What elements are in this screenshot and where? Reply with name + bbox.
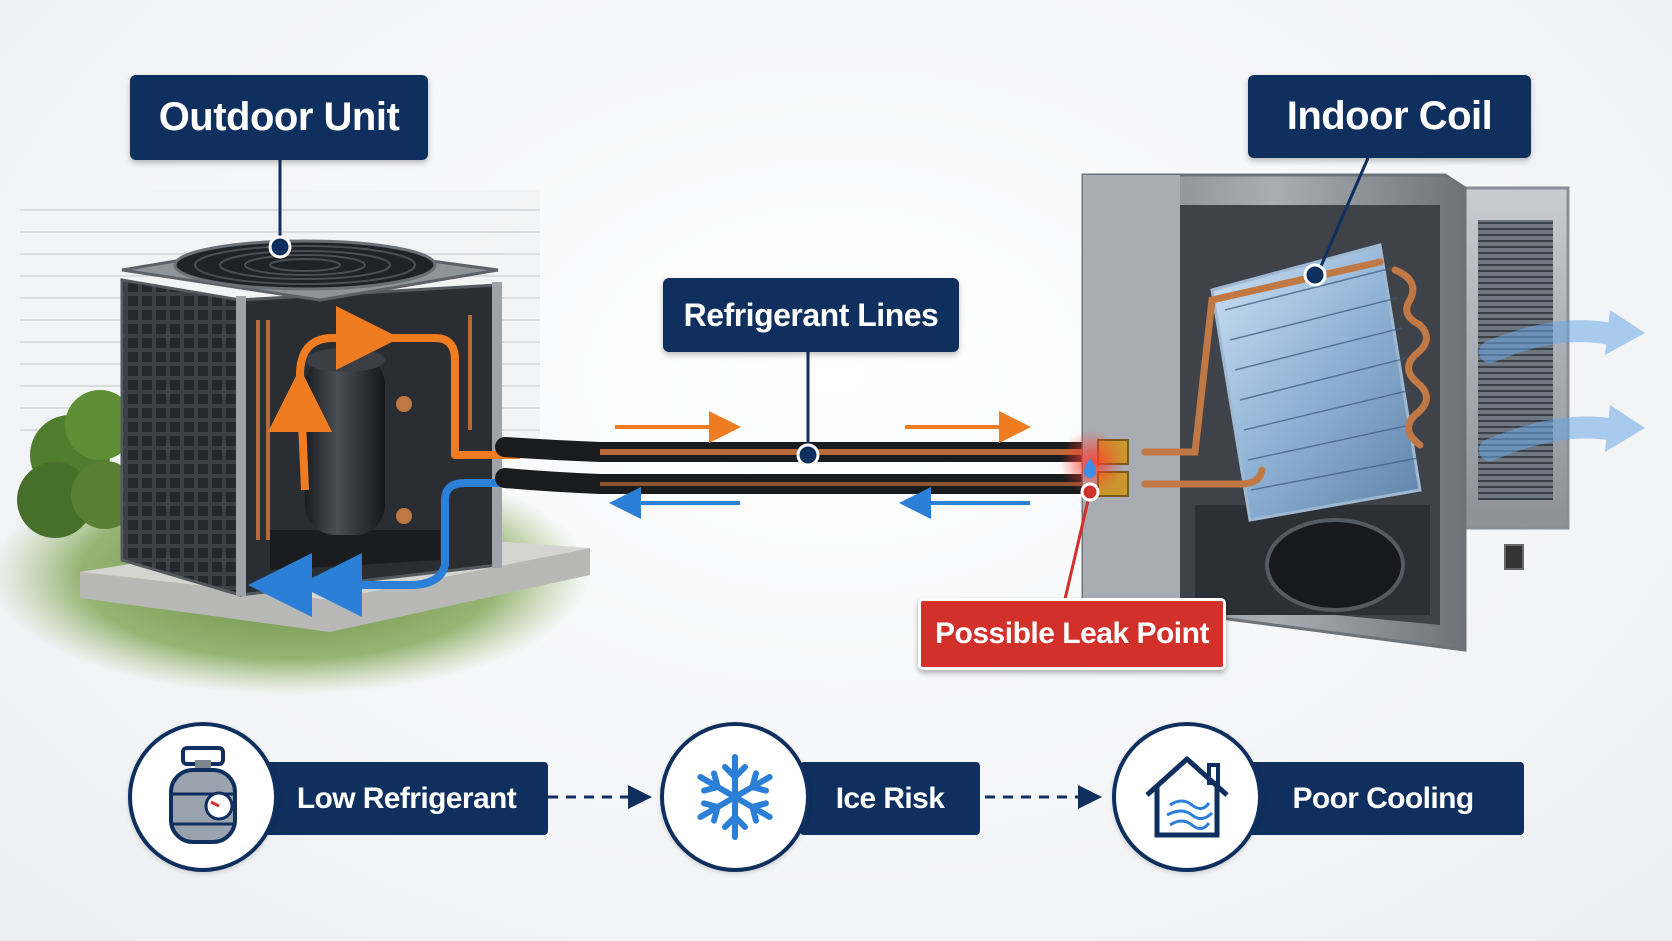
- step-poor-cooling-label: Poor Cooling: [1242, 762, 1524, 835]
- control-switch: [1504, 544, 1524, 570]
- cool-airflow: [1479, 310, 1645, 461]
- step-ice-risk-label: Ice Risk: [800, 762, 980, 835]
- snowflake-icon: [697, 754, 773, 840]
- refrigerant-tank-icon: [169, 746, 237, 844]
- step-ice-risk-circle: [660, 722, 810, 872]
- leak-point-marker: [1060, 430, 1124, 613]
- house-airflow-icon: [1145, 756, 1229, 838]
- indoor-unit-illustration: [1081, 173, 1645, 652]
- leak-pointer-line: [1060, 491, 1092, 613]
- coil-callout-dot: [1303, 263, 1327, 287]
- outdoor-unit-label: Outdoor Unit: [130, 75, 428, 160]
- leak-point-label: Possible Leak Point: [918, 598, 1226, 670]
- cold-flow-path: [300, 479, 520, 589]
- step-low-refrigerant-label: Low Refrigerant: [265, 762, 548, 835]
- outdoor-unit-left-grille: [120, 278, 242, 598]
- step-low-refrigerant-circle: [128, 722, 278, 872]
- concrete-pad: [80, 548, 590, 632]
- outdoor-callout-dot: [268, 235, 292, 259]
- corner-post: [236, 296, 246, 596]
- indoor-coil-label: Indoor Coil: [1248, 75, 1531, 158]
- lines-callout-dot: [796, 443, 820, 467]
- coil-copper-tubing: [1141, 258, 1430, 488]
- refrigerant-lines: [495, 411, 1100, 519]
- fan-grille: [173, 239, 437, 291]
- callout-lines: [278, 157, 1370, 452]
- refrigerant-lines-label: Refrigerant Lines: [663, 278, 959, 352]
- hot-flow-path: [296, 334, 520, 491]
- step-poor-cooling-circle: [1112, 722, 1262, 872]
- blower-fan: [1265, 518, 1405, 612]
